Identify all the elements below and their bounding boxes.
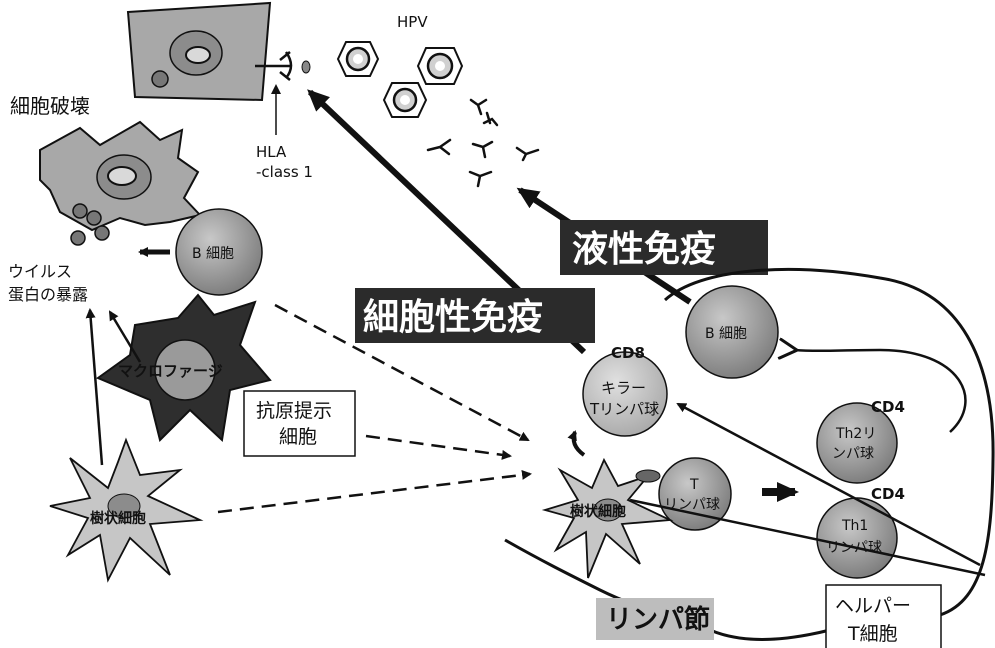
cellular-immunity-label: 細胞性免疫 <box>363 297 543 338</box>
dendritic-cell-left <box>49 437 204 583</box>
b-cell-right <box>685 285 779 379</box>
infected-cell <box>126 1 311 102</box>
cd8-label: CD8 <box>611 344 645 362</box>
destroyed-cell <box>39 120 202 246</box>
helper-t-label-1: ヘルパー <box>835 595 911 617</box>
hpv-particles <box>336 41 464 118</box>
killer-t-label-2: Tリンパ球 <box>589 400 659 418</box>
hla-class-label: -class 1 <box>256 163 313 181</box>
dendritic-to-killer-arrow <box>567 430 586 457</box>
virus-protein-label-2: 蛋白の暴露 <box>8 285 88 304</box>
apc-label-1: 抗原提示 <box>256 400 332 422</box>
macrophage-label: マクロファージ <box>118 362 223 380</box>
virus-protein-label-1: ウイルス <box>8 262 72 281</box>
lymph-node-label: リンパ節 <box>606 604 710 635</box>
b-cell-left <box>175 208 263 296</box>
helper-t-label-2: T細胞 <box>847 623 898 645</box>
dendritic-to-virus-protein-arrow <box>85 308 104 466</box>
th2-to-b-cell-arrow <box>795 350 967 433</box>
hpv-label: HPV <box>397 13 428 31</box>
killer-t-label-1: キラー <box>601 379 646 397</box>
killer-t-cell <box>582 351 668 437</box>
dendritic-cell-right <box>541 457 674 579</box>
macrophage <box>95 293 272 443</box>
t-cell-label-1: T <box>689 477 699 493</box>
cell-destruction-label: 細胞破壊 <box>10 94 90 118</box>
th2-label-2: ンパ球 <box>832 446 874 462</box>
humoral-immunity-label: 液性免疫 <box>572 229 716 270</box>
th1-label-1: Th1 <box>841 518 868 534</box>
t-cell-label-2: リンパ球 <box>664 497 720 513</box>
th1-cell <box>816 497 898 579</box>
t-cell <box>658 457 732 531</box>
dendritic-left-label: 樹状細胞 <box>90 510 146 527</box>
helper-t-box <box>825 584 942 648</box>
b-cell-right-label: B 細胞 <box>705 326 747 342</box>
apc-box <box>243 390 356 457</box>
macrophage-to-virus-protein-arrow <box>108 310 142 363</box>
hla-label: HLA <box>256 143 287 161</box>
th1-to-killer-arrow <box>676 402 981 567</box>
cd4-th2-label: CD4 <box>871 398 905 416</box>
dendritic-to-helper-line <box>629 498 986 577</box>
cd4-th1-label: CD4 <box>871 485 905 503</box>
humoral-immunity-badge <box>560 220 768 275</box>
lymph-node-badge <box>596 598 714 640</box>
th2-cell <box>816 402 898 484</box>
dashed-arrows <box>217 303 532 514</box>
dendritic-right-label: 樹状細胞 <box>570 503 626 520</box>
b-cell-left-label: B 細胞 <box>192 246 234 262</box>
antibodies <box>426 98 540 188</box>
th2-label-1: Th2リ <box>835 426 876 442</box>
apc-label-2: 細胞 <box>279 426 317 448</box>
cellular-immunity-badge <box>355 288 595 343</box>
